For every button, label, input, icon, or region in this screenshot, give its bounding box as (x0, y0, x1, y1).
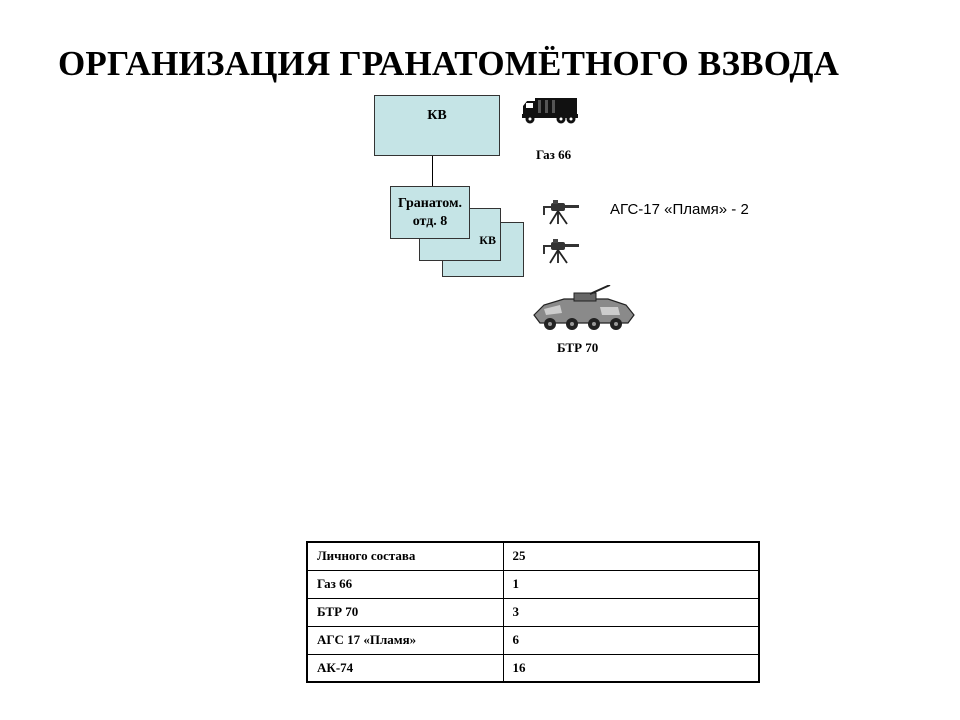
table-cell-label: Личного состава (306, 541, 504, 571)
table-cell-label: БТР 70 (306, 597, 504, 627)
table-row: Газ 66 1 (306, 569, 760, 599)
table-cell-value: 6 (502, 625, 760, 655)
squad-box-hidden-label: КВ (479, 233, 496, 247)
table-cell-value: 25 (502, 541, 760, 571)
command-box-label: КВ (427, 108, 447, 123)
apc-icon (533, 285, 635, 330)
table-row: БТР 70 3 (306, 597, 760, 627)
table-cell-label: АК-74 (306, 653, 504, 683)
truck-icon (522, 98, 578, 124)
table-cell-label: АГС 17 «Пламя» (306, 625, 504, 655)
grenade-launcher-icon (543, 239, 579, 264)
squad-box-line2: отд. 8 (412, 214, 448, 229)
table-cell-value: 16 (502, 653, 760, 683)
truck-caption: Газ 66 (536, 147, 572, 162)
summary-table: Личного состава 25 Газ 66 1 БТР 70 3 АГС… (306, 541, 760, 683)
grenade-launcher-caption: АГС-17 «Пламя» - 2 (610, 201, 749, 218)
table-row: АГС 17 «Пламя» 6 (306, 625, 760, 655)
table-row: АК-74 16 (306, 653, 760, 683)
page-title: ОРГАНИЗАЦИЯ ГРАНАТОМЁТНОГО ВЗВОДА (58, 44, 840, 83)
table-cell-value: 1 (502, 569, 760, 599)
table-row: Личного состава 25 (306, 541, 760, 571)
squad-box-line1: Гранатом. (398, 196, 462, 211)
table-cell-value: 3 (502, 597, 760, 627)
connector-line (432, 156, 433, 186)
table-cell-label: Газ 66 (306, 569, 504, 599)
command-box: КВ (374, 95, 500, 156)
apc-caption: БТР 70 (557, 340, 599, 355)
grenade-launcher-icon (543, 200, 579, 225)
squad-box-front: Гранатом. отд. 8 (390, 186, 470, 239)
